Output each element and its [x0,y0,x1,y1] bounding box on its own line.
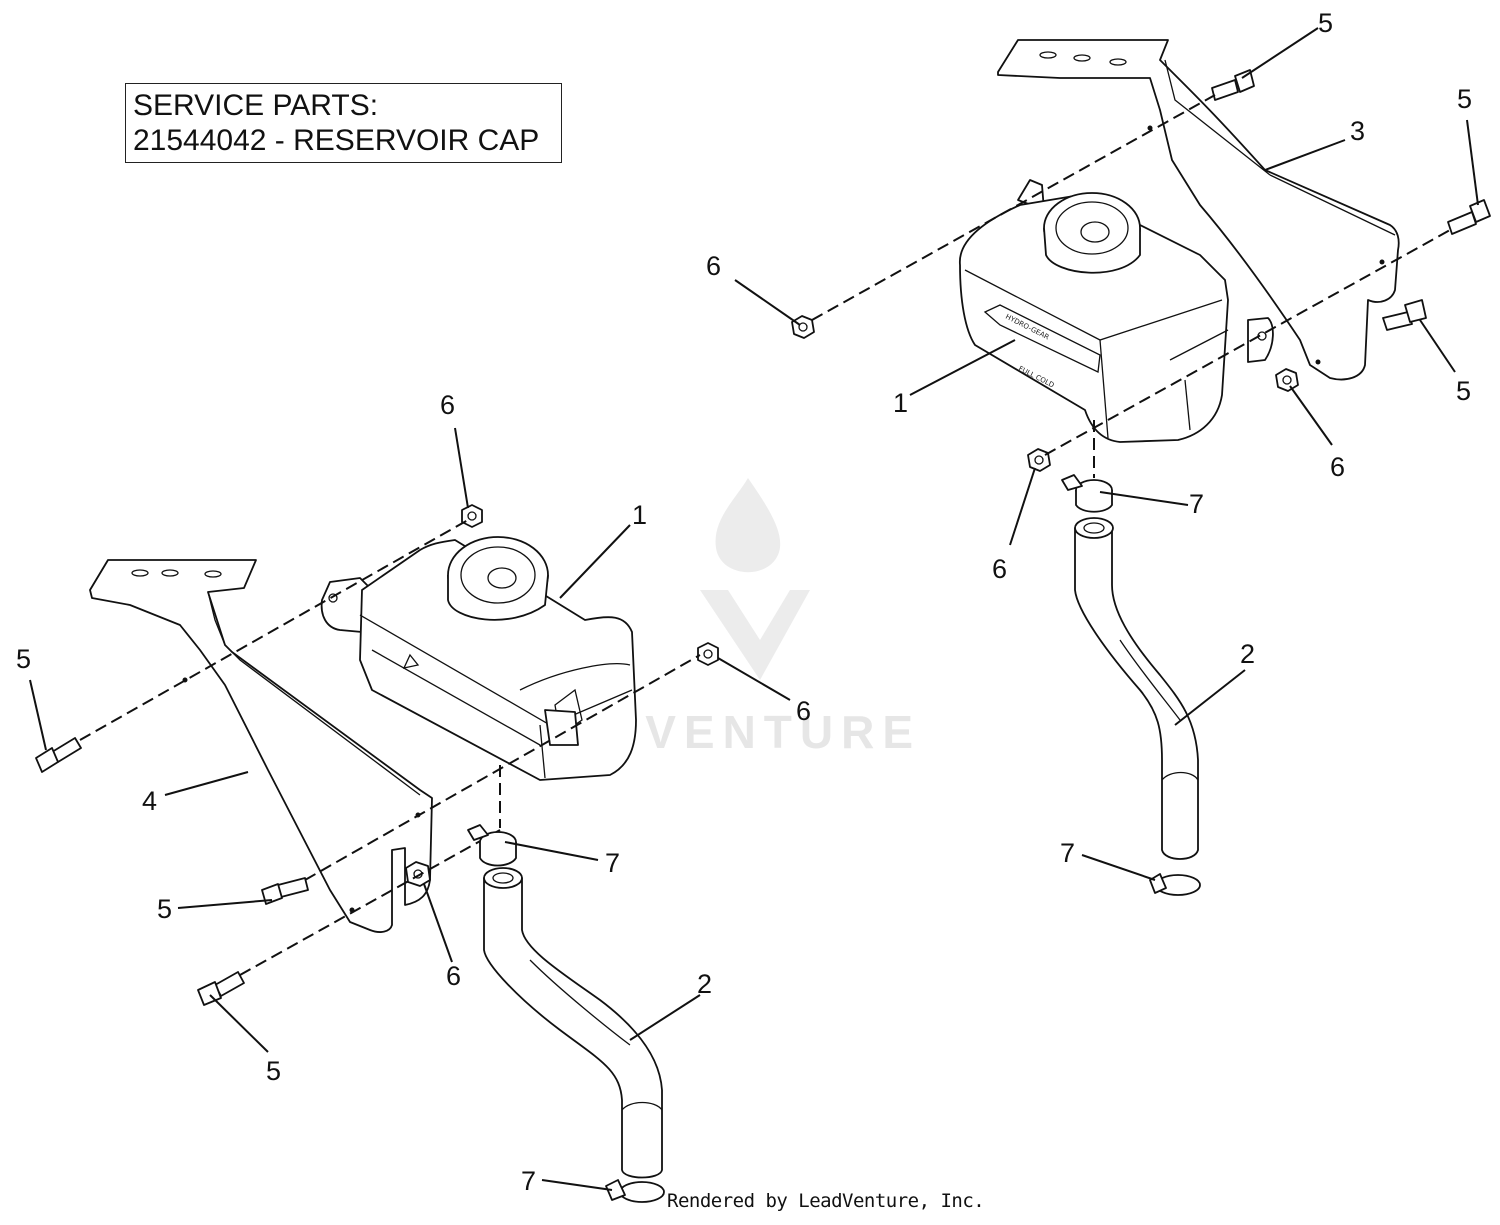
callout-nut: 6 [706,251,721,281]
nut-right-upper [791,315,815,339]
bracket-right [997,39,1400,381]
nut-right-lower [1027,448,1051,472]
callout-nut: 6 [1330,452,1345,482]
clamp-right-bottom [1149,873,1201,896]
assembly-line-left-upper [79,519,469,741]
callout-clamp: 7 [1189,489,1204,519]
callout-bracket-left: 4 [142,786,157,816]
render-credit: Rendered by LeadVenture, Inc. [667,1190,985,1212]
callout-reservoir: 1 [632,500,647,530]
leader-lines [29,27,1479,1191]
callout-nut: 6 [992,554,1007,584]
callout-bolt: 5 [16,644,31,674]
callout-hose: 2 [697,969,712,999]
assembly-line-right-upper [811,94,1216,321]
bolt-right-top [1211,69,1255,101]
callout-reservoir: 1 [893,388,908,418]
callout-clamp: 7 [605,848,620,878]
callout-hose: 2 [1240,639,1255,669]
assembly-line-left-low [239,829,501,976]
callout-bolt: 5 [1456,376,1471,406]
callout-bolt: 5 [266,1056,281,1086]
callout-nut: 6 [440,390,455,420]
clamp-right-top [1061,474,1113,513]
nut-left-lower [405,861,431,887]
clamp-left-bottom [605,1179,665,1203]
callout-labels: 6 1 6 5 4 5 6 5 7 2 7 5 5 3 6 1 5 6 6 7 … [16,8,1472,1196]
reservoir-left [320,536,637,781]
bolt-left-low [197,971,245,1006]
nut-left-top [461,504,483,528]
bolt-left-top [35,737,82,773]
bolt-right-far [1447,199,1491,235]
bracket-left [89,559,433,933]
callout-clamp: 7 [521,1166,536,1196]
service-parts-title: SERVICE PARTS: [133,89,379,122]
service-parts-box: SERVICE PARTS: 21544042 - RESERVOIR CAP [125,83,562,163]
callout-bracket-right: 3 [1350,116,1365,146]
nut-left-right [697,642,719,666]
callout-nut: 6 [446,961,461,991]
hose-right [1074,517,1199,860]
hose-left [483,867,663,1179]
bolt-left-mid [261,877,309,905]
callout-bolt: 5 [1457,84,1472,114]
callout-clamp: 7 [1060,838,1075,868]
callout-bolt: 5 [157,894,172,924]
bolt-right-low [1382,299,1427,331]
assembly-line-left-mid [304,654,701,881]
service-parts-item: 21544042 - RESERVOIR CAP [133,124,540,157]
callout-bolt: 5 [1318,8,1333,38]
nut-right-side [1275,368,1299,392]
assembly-line-right-mid [1044,229,1451,456]
clamp-left-top [467,824,517,867]
callout-nut: 6 [796,696,811,726]
